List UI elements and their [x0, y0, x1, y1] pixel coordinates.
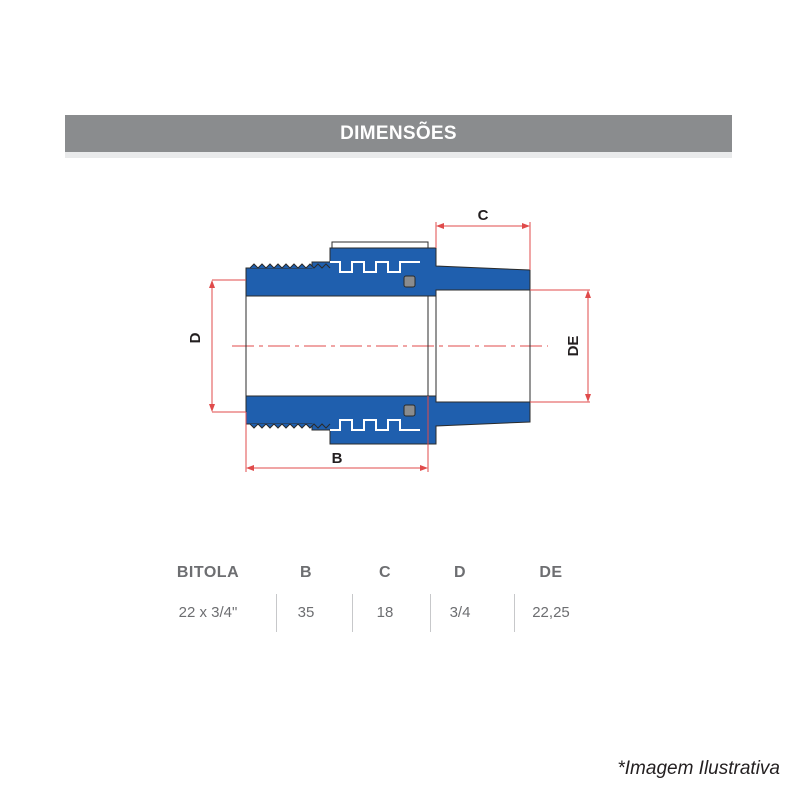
table-header-b: B [299, 564, 313, 581]
table-cell-b: 35 [297, 604, 315, 621]
dim-c-label: C [478, 207, 489, 224]
thread-top [249, 263, 331, 269]
table-header-bitola: BITOLA [176, 564, 240, 581]
banner-underline [65, 152, 732, 158]
seal-grooves-bottom [330, 419, 420, 431]
dim-b-label: B [332, 450, 343, 467]
table-cell-d: 3/4 [449, 604, 471, 621]
illustrative-image-note: *Imagem Ilustrativa [617, 758, 780, 779]
table-header-d: D [453, 564, 467, 581]
section-title: DIMENSÕES [340, 123, 457, 144]
section-title-banner: DIMENSÕES [65, 115, 732, 152]
table-header-c: C [378, 564, 392, 581]
dim-de-label: DE [565, 336, 582, 357]
dim-d-label: D [187, 332, 204, 343]
seal-grooves-top [330, 261, 420, 273]
nut-rim-top [331, 241, 429, 249]
column-divider [352, 594, 353, 632]
table-cell-c: 18 [376, 604, 394, 621]
o-ring-top [403, 275, 416, 288]
column-divider [430, 594, 431, 632]
thread-bottom [249, 423, 331, 429]
o-ring-bottom [403, 404, 416, 417]
table-header-de: DE [539, 564, 563, 581]
column-divider [514, 594, 515, 632]
table-cell-bitola: 22 x 3/4" [178, 604, 238, 621]
column-divider [276, 594, 277, 632]
table-cell-de: 22,25 [532, 604, 570, 621]
